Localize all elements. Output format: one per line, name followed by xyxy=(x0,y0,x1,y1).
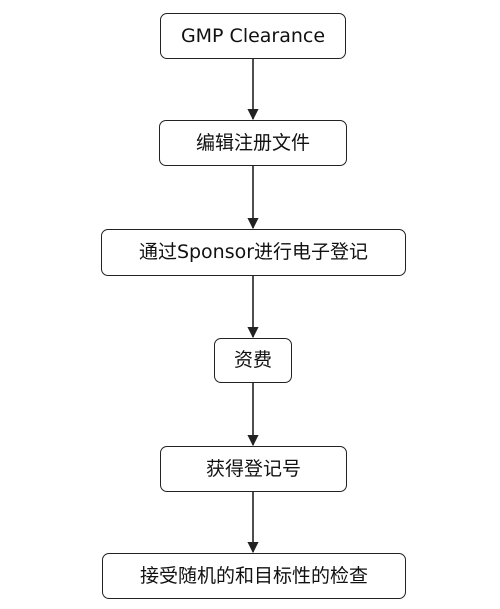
step-random-and-targeted-inspection: 接受随机的和目标性的检查 xyxy=(102,553,406,599)
step-obtain-registration-number: 获得登记号 xyxy=(160,446,347,492)
step-gmp-clearance: GMP Clearance xyxy=(160,13,346,59)
step-edit-registration-files: 编辑注册文件 xyxy=(159,120,347,166)
step-electronic-registration-via-sponsor: 通过Sponsor进行电子登记 xyxy=(101,229,406,276)
step-fees: 资费 xyxy=(214,338,292,383)
